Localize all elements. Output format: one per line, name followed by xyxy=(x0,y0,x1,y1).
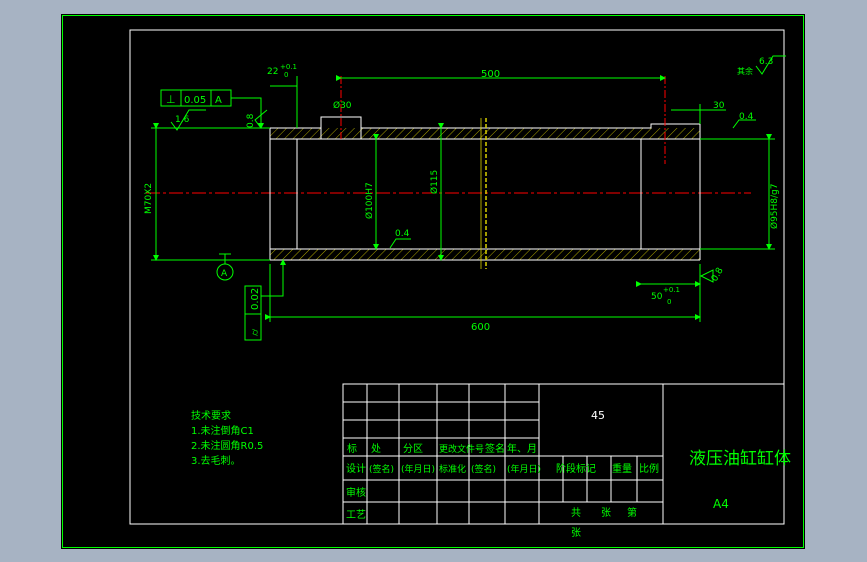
row-sub-2: 标准化 xyxy=(439,463,466,475)
dim-port: Ø30 xyxy=(333,100,352,111)
dim-right-fit: Ø95H8/g7 xyxy=(769,183,780,229)
perp-value: 0.05 xyxy=(184,95,206,106)
roughness-6-3: 6.3 xyxy=(759,57,773,67)
material: 45 xyxy=(591,409,605,422)
top-wall-hatch xyxy=(270,128,700,139)
sheet-count-prefix: 共 xyxy=(571,507,581,519)
part-name: 液压油缸缸体 xyxy=(689,448,791,469)
scale-label: 比例 xyxy=(639,462,659,475)
weight-label: 重量 xyxy=(612,462,632,475)
drawing-sheet: 500 600 22 +0.1 0 30 50 +0.1 0 M70X2 Ø10… xyxy=(62,15,804,548)
datum-a: A xyxy=(221,269,228,279)
cylinder-body xyxy=(146,76,751,269)
tech-item-3: 3.去毛刺。 xyxy=(191,455,241,467)
perp-symbol: ⊥ xyxy=(166,93,176,106)
dim-22: 22 xyxy=(267,67,278,77)
dim-50: 50 xyxy=(651,292,663,302)
svg-text:0: 0 xyxy=(284,71,288,79)
row-label-process: 工艺 xyxy=(346,509,366,521)
svg-text:+0.1: +0.1 xyxy=(280,63,297,71)
rev-h-5: 年、月 xyxy=(507,442,537,455)
roughness-0-8-right: 0.8 xyxy=(710,266,726,284)
geometric-tolerances: ⊥ 0.05 A ⌭ 0.02 A xyxy=(160,89,286,341)
row-sub-1: (年月日) xyxy=(401,463,435,475)
sheet-index-unit: 张 xyxy=(571,527,581,539)
roughness-0-4-right: 0.4 xyxy=(739,112,754,122)
svg-text:0: 0 xyxy=(667,298,671,306)
roughness-1-6: 1.6 xyxy=(175,115,190,125)
roughness-0-4-bore: 0.4 xyxy=(395,229,410,239)
bottom-wall-hatch xyxy=(270,249,700,260)
roughness-0-8-left: 0.8 xyxy=(246,113,256,128)
dimensions: 500 600 22 +0.1 0 30 50 +0.1 0 M70X2 Ø10… xyxy=(144,63,780,333)
svg-text:+0.1: +0.1 xyxy=(663,286,680,294)
rev-h-4: 签名 xyxy=(485,442,505,455)
dim-500: 500 xyxy=(481,69,500,80)
cyl-symbol: ⌭ xyxy=(250,328,261,336)
tech-requirements: 技术要求 1.未注倒角C1 2.未注圆角R0.5 3.去毛刺。 xyxy=(191,409,263,467)
cyl-value: 0.02 xyxy=(250,288,261,310)
tech-title: 技术要求 xyxy=(191,409,231,422)
roughness-general-prefix: 其余 xyxy=(737,66,753,76)
outer-border xyxy=(62,15,804,548)
dim-30: 30 xyxy=(713,101,725,111)
dim-bore: Ø100H7 xyxy=(364,182,375,219)
dim-600: 600 xyxy=(471,322,490,333)
dim-outer: Ø115 xyxy=(429,170,440,194)
row-label-review: 审核 xyxy=(346,486,366,499)
stage-label: 阶段标记 xyxy=(556,462,596,475)
row-label-design: 设计 xyxy=(346,462,366,475)
sheet-size: A4 xyxy=(713,497,729,511)
rev-h-3: 更改文件号 xyxy=(439,443,484,455)
dim-thread: M70X2 xyxy=(144,183,154,214)
rev-h-0: 标 xyxy=(347,443,357,455)
title-block: 45 标 处 分区 更改文件号 签名 年、月 设计 (签名) (年月日) 标准化… xyxy=(342,383,791,539)
row-sub-0: (签名) xyxy=(369,463,394,475)
tech-item-2: 2.未注圆角R0.5 xyxy=(191,439,263,452)
perp-datum: A xyxy=(215,95,222,106)
sheet-index-prefix: 第 xyxy=(627,506,637,519)
sheet-count-unit: 张 xyxy=(601,507,611,519)
cad-drawing-canvas[interactable]: 500 600 22 +0.1 0 30 50 +0.1 0 M70X2 Ø10… xyxy=(61,14,805,549)
row-sub-3: (签名) xyxy=(471,463,496,475)
row-sub-4: (年月日) xyxy=(507,463,541,475)
roughness-symbols: 1.6 0.8 0.4 0.4 0.8 6.3 其余 xyxy=(170,55,786,284)
rev-h-1: 处 xyxy=(371,443,381,455)
rev-h-2: 分区 xyxy=(403,443,423,455)
tech-item-1: 1.未注倒角C1 xyxy=(191,424,254,437)
